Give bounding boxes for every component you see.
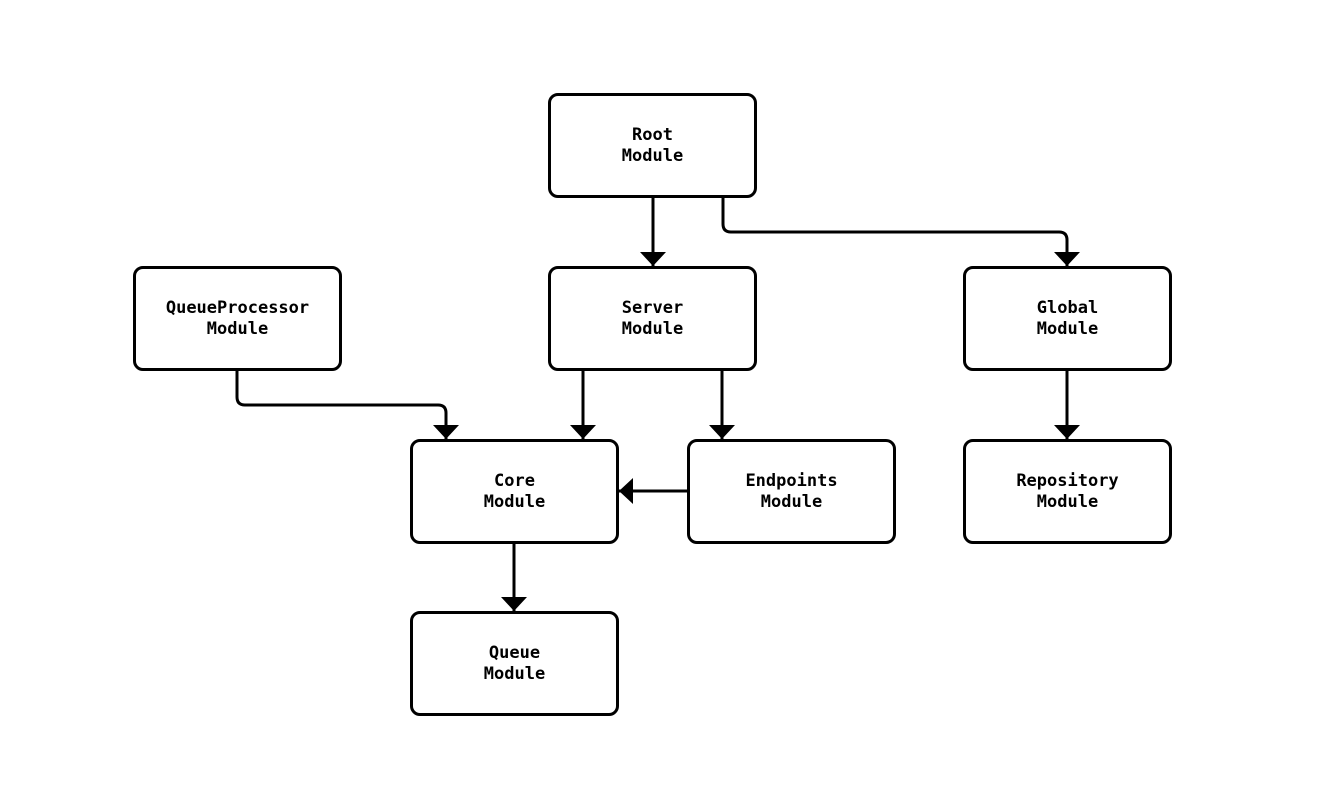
- node-endpoints-module: Endpoints Module: [687, 439, 896, 544]
- node-label: Repository Module: [1016, 470, 1119, 512]
- node-queueprocessor-module: QueueProcessor Module: [133, 266, 342, 371]
- node-repository-module: Repository Module: [963, 439, 1172, 544]
- node-label: Root Module: [621, 124, 684, 166]
- node-label: Queue Module: [483, 642, 546, 684]
- node-global-module: Global Module: [963, 266, 1172, 371]
- edges-group: [235, 198, 1080, 611]
- node-queue-module: Queue Module: [410, 611, 619, 716]
- node-label: QueueProcessor Module: [165, 297, 310, 339]
- node-core-module: Core Module: [410, 439, 619, 544]
- edge-queueprocessor-to-core: [235, 371, 459, 439]
- node-server-module: Server Module: [548, 266, 757, 371]
- node-label: Core Module: [483, 470, 546, 512]
- node-label: Global Module: [1036, 297, 1099, 339]
- node-label: Endpoints Module: [745, 470, 838, 512]
- node-root-module: Root Module: [548, 93, 757, 198]
- node-label: Server Module: [621, 297, 684, 339]
- edge-root-to-global: [721, 198, 1080, 266]
